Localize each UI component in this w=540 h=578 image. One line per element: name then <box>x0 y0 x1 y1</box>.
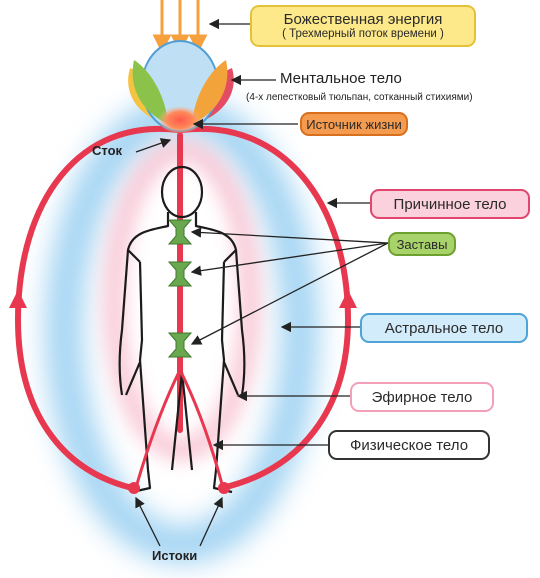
stok-label: Сток <box>92 143 123 158</box>
source-right <box>218 482 230 494</box>
physical-body-label: Физическое тело <box>328 430 490 460</box>
source-left <box>128 482 140 494</box>
divine-energy-box: Божественная энергия ( Трехмерный поток … <box>250 5 476 47</box>
ether-body-label: Эфирное тело <box>350 382 494 412</box>
life-source-label: Источник жизни <box>300 112 408 136</box>
istoki-label: Истоки <box>152 548 198 563</box>
right-flow-arrow-icon <box>339 290 357 308</box>
mental-body-title: Ментальное тело <box>280 70 402 87</box>
gate-pelvis <box>167 332 193 358</box>
tulip-mental-body <box>128 40 234 134</box>
divine-energy-title: Божественная энергия <box>283 10 443 28</box>
zastavy-label: Заставы <box>388 232 456 256</box>
left-flow-arrow-icon <box>9 290 27 308</box>
mental-body-subtitle: (4-х лепестковый тюльпан, сотканный стих… <box>246 92 473 103</box>
human-body-outline <box>118 165 246 494</box>
leg-channels <box>135 369 224 485</box>
astral-body-label: Астральное тело <box>360 313 528 343</box>
divine-energy-subtitle: ( Трехмерный поток времени ) <box>282 28 444 41</box>
pointer-lines <box>135 18 389 547</box>
causal-body-label: Причинное тело <box>370 189 530 219</box>
gate-heart <box>167 261 193 287</box>
gate-throat <box>167 219 193 245</box>
